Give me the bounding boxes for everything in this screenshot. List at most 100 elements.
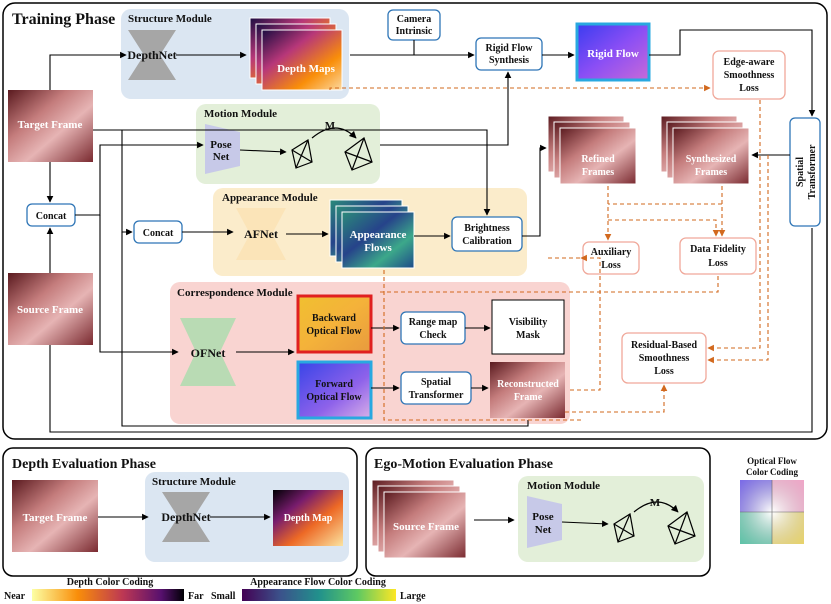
structure-eval-title: Structure Module [152,476,236,488]
posenet-label-1: Pose [210,139,232,151]
target-frame-image [8,90,93,162]
af-legend-title: Appearance Flow Color Coding [250,577,386,588]
refined-label-1: Refined [581,154,615,165]
recon-label-2: Frame [514,392,543,403]
residual-label-2: Smoothness [639,353,690,364]
optical-flow-color-wheel [740,480,804,544]
spatial-mid-label-1: Spatial [421,377,451,388]
source-frame-eval-stack [371,479,467,559]
data-fidelity-loss-box [679,237,757,275]
depthnet-eval-shape [162,492,210,542]
camera-label-1: Camera [397,14,431,25]
correspondence-module-title: Correspondence Module [177,287,293,299]
spatial-transformer-right-box [789,117,821,227]
refined-label-2: Frames [582,167,614,178]
backward-label-2: Optical Flow [306,326,362,337]
of-legend-title-1: Optical Flow [747,456,797,466]
fidelity-label-2: Loss [708,258,728,269]
posenet-shape [205,124,240,174]
depth-maps-label: Depth Maps [277,63,335,75]
training-phase-title: Training Phase [12,11,115,28]
forward-label-1: Forward [315,379,353,390]
rigid-synth-label-2: Synthesis [489,55,529,66]
aux-loss-label-2: Loss [601,260,621,271]
posenet-eval-label-2: Net [535,524,552,536]
depth-legend-far: Far [188,591,204,602]
edge-loss-label-2: Smoothness [724,70,775,81]
motion-m-eval-label: M [650,497,661,509]
target-frame-eval-image [12,480,98,552]
source-frame-eval-label: Source Frame [393,521,459,533]
depth-map-eval-image [273,490,343,546]
depth-legend-title: Depth Color Coding [67,577,154,588]
forward-optical-flow-image [296,360,373,420]
residual-loss-box [621,332,707,384]
motion-module-eval [518,476,704,562]
ego-eval-arrow-2 [561,520,609,528]
depth-eval-title: Depth Evaluation Phase [12,457,156,472]
brightness-label-2: Calibration [462,236,512,247]
spatial-right-label-1: Spatial [795,157,806,187]
ofnet-shape [180,318,236,386]
posenet-eval-label-1: Pose [532,511,554,523]
appearance-flows-stack [329,199,415,269]
depthnet-eval-label: DepthNet [161,510,210,524]
source-frame-label: Source Frame [17,304,83,316]
depth-map-eval-label: Depth Map [284,513,333,524]
rigid-synth-label-1: Rigid Flow [486,43,534,54]
af-legend-large: Large [400,591,426,602]
of-legend-title-2: Color Coding [746,467,799,477]
depth-legend-near: Near [4,591,26,602]
ego-eval-title: Ego-Motion Evaluation Phase [374,457,553,472]
rigid-flow-synthesis-box [475,37,543,71]
recon-label-1: Reconstructed [497,379,559,390]
training-phase-frame [2,2,828,440]
dashed-connectors [329,84,769,421]
camera-pose-icons [291,127,373,171]
spatial-right-label-2: Transformer [807,144,818,199]
fidelity-label-1: Data Fidelity [690,244,746,255]
visibility-mask-box [491,299,565,355]
visibility-label-2: Mask [516,330,540,341]
solid-connectors [46,29,816,433]
appearance-module-title: Appearance Module [222,192,318,204]
brightness-calibration-box [451,216,523,252]
depth-eval-frame [2,447,358,577]
refined-frames-stack [547,115,637,185]
target-frame-label: Target Frame [18,119,83,131]
depthnet-shape [128,30,176,80]
residual-label-3: Loss [654,366,674,377]
posenet-eval-shape [527,496,562,548]
visibility-label-1: Visibility [509,317,548,328]
synth-label-2: Frames [695,167,727,178]
motion-m-label: M [325,120,336,132]
motion-module-title: Motion Module [204,108,277,120]
depthnet-label: DepthNet [127,48,176,62]
edge-loss-label-1: Edge-aware [724,57,775,68]
range-label-1: Range map [409,317,458,328]
camera-pose-eval-icons [613,501,696,545]
range-label-2: Check [419,330,447,341]
synthesized-frames-stack [660,115,750,185]
residual-label-1: Residual-Based [631,340,698,351]
afnet-shape [236,208,286,260]
depth-maps-stack [249,17,343,91]
ofnet-label: OFNet [191,346,226,360]
rigid-flow-label: Rigid Flow [587,48,639,60]
afnet-label: AFNet [244,227,278,241]
forward-label-2: Optical Flow [306,392,362,403]
reconstructed-frame-image [490,362,565,418]
source-frame-image [8,273,93,345]
motion-eval-title: Motion Module [527,480,600,492]
af-legend-small: Small [211,591,236,602]
camera-label-2: Intrinsic [396,26,433,37]
appearance-label-1: Appearance [350,229,407,241]
brightness-label-1: Brightness [464,223,510,234]
structure-module-title: Structure Module [128,13,212,25]
spatial-mid-label-2: Transformer [409,390,464,401]
appearance-label-2: Flows [364,242,392,254]
edge-aware-loss-box [712,50,786,100]
rigid-flow-image [575,22,651,82]
motion-module [196,104,380,184]
